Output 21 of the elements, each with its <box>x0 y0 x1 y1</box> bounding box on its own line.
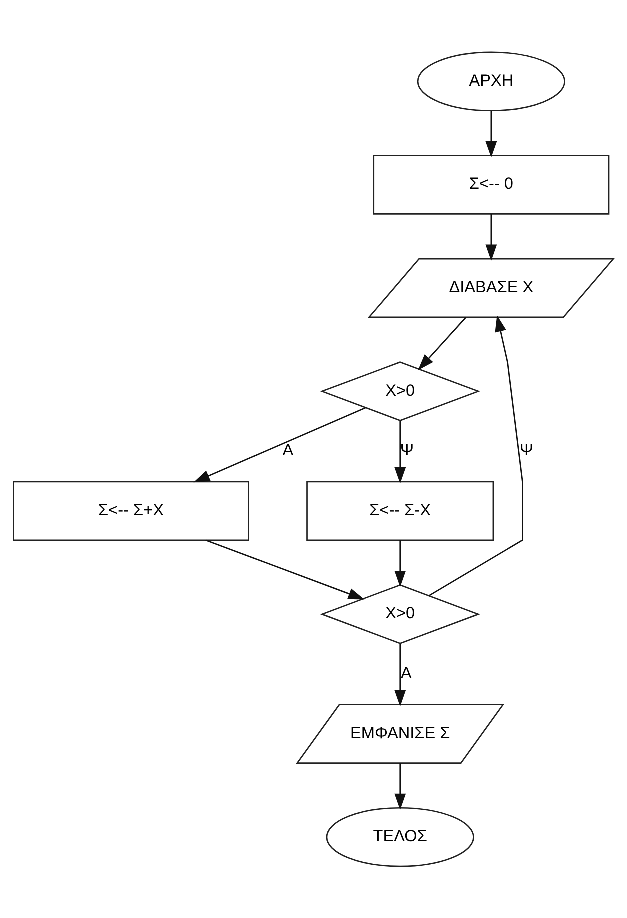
arrow <box>194 406 366 482</box>
edge-label: Α <box>282 441 294 460</box>
node-box: Σ<-- Σ+Χ <box>13 480 250 541</box>
node-box: Σ<-- 0 <box>373 154 610 214</box>
arrow <box>486 214 498 261</box>
arrow <box>394 762 406 810</box>
arrow <box>394 420 406 484</box>
edge-label: Ψ <box>520 441 534 460</box>
arrow <box>394 540 406 587</box>
arrow <box>429 315 524 596</box>
node-diamond: Χ>0 <box>320 584 480 644</box>
arrow <box>418 316 467 370</box>
arrow <box>206 539 365 600</box>
arrow <box>486 110 498 158</box>
edge-label: Ψ <box>400 441 414 460</box>
node-ellipse: ΑΡΧΗ <box>417 51 566 112</box>
node-box: Σ<-- Σ-Χ <box>306 480 494 541</box>
arrow <box>394 644 406 706</box>
edge-label: Α <box>401 664 412 682</box>
node-diamond: Χ>0 <box>320 361 480 421</box>
node-ellipse: ΤΕΛΟΣ <box>326 806 474 867</box>
